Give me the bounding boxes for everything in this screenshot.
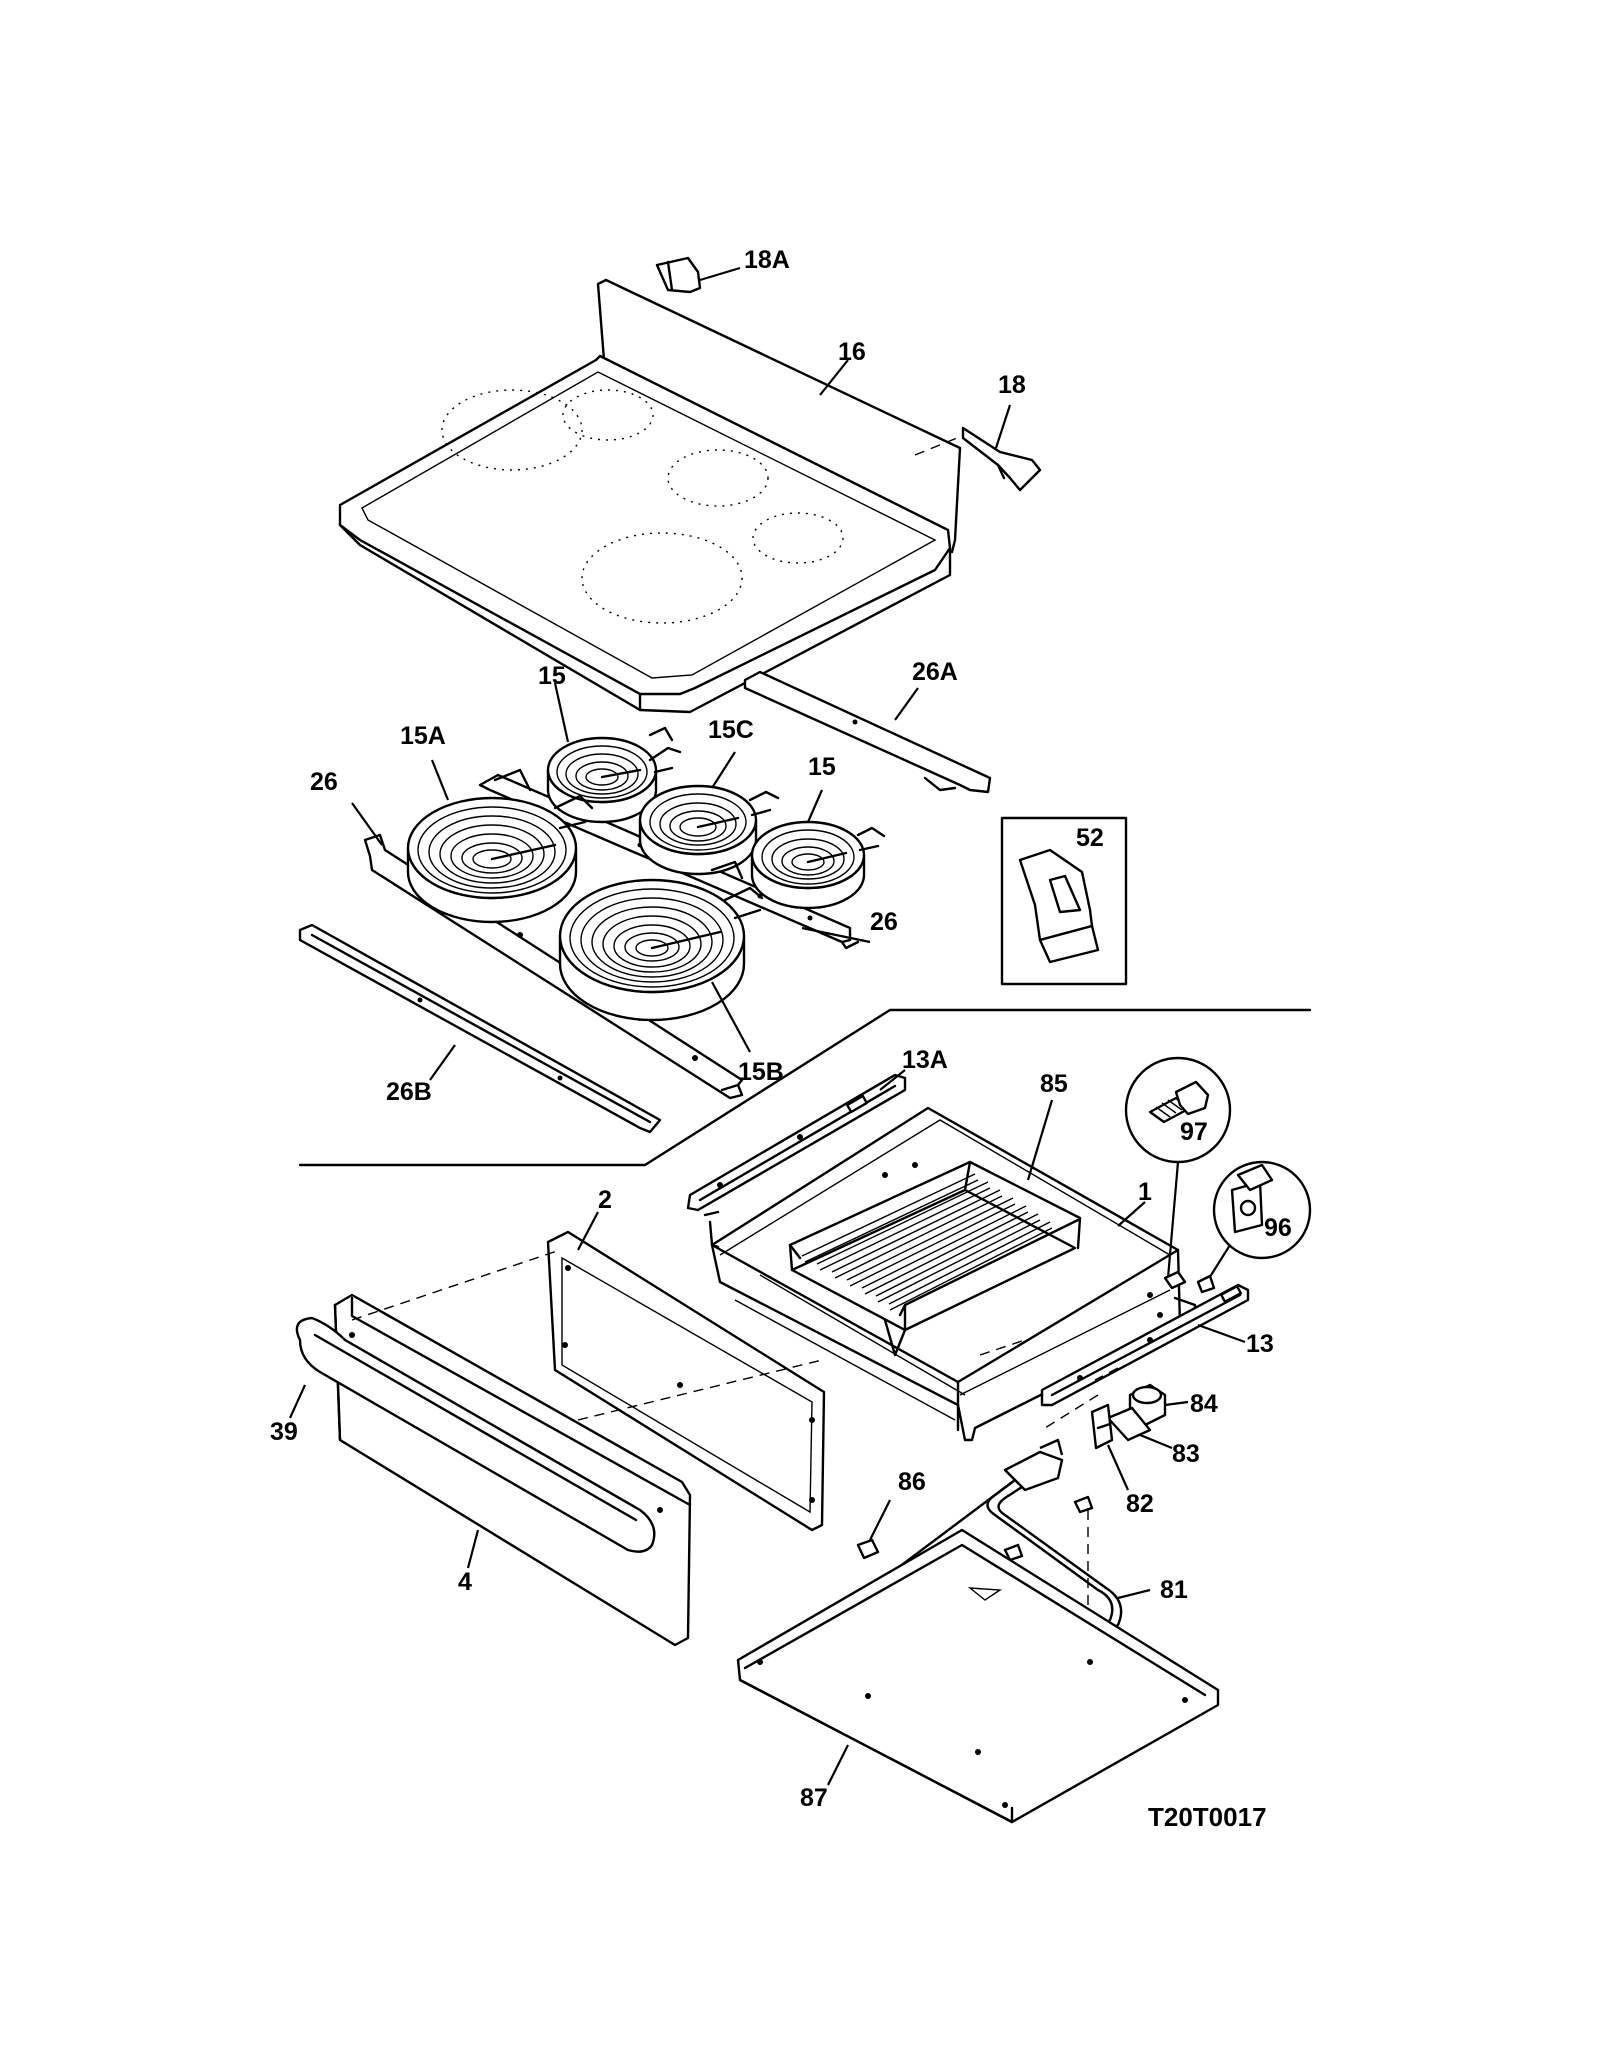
part-18a-bracket[interactable] xyxy=(655,256,741,294)
section-divider xyxy=(298,1008,1312,1167)
burner-outline-rear-left xyxy=(562,389,654,441)
part-13a-slide-rail[interactable] xyxy=(686,1069,907,1212)
label-4: 4 xyxy=(458,1568,472,1596)
label-81: 81 xyxy=(1160,1576,1188,1604)
label-85: 85 xyxy=(1040,1070,1068,1098)
part-26b-trim[interactable] xyxy=(298,923,662,1134)
part-15a-element-front-left[interactable] xyxy=(406,759,594,924)
burner-outline-rear-center xyxy=(667,449,769,507)
label-86: 86 xyxy=(898,1468,926,1496)
part-85-wire-rack[interactable] xyxy=(788,1099,1082,1357)
part-13-slide-rail[interactable] xyxy=(1040,1283,1250,1407)
label-15a: 15A xyxy=(400,722,446,750)
label-26-left: 26 xyxy=(310,768,338,796)
part-15-element-right[interactable] xyxy=(750,789,886,910)
label-16: 16 xyxy=(838,338,866,366)
label-13: 13 xyxy=(1246,1330,1274,1358)
part-97-screw-callout[interactable] xyxy=(1124,1056,1232,1290)
label-83: 83 xyxy=(1172,1440,1200,1468)
burner-outline-front-right xyxy=(581,532,743,624)
part-96-clip-callout[interactable] xyxy=(1196,1160,1312,1294)
part-18-bracket[interactable] xyxy=(914,404,1042,492)
part-15c-element-center[interactable] xyxy=(638,751,780,876)
part-15b-element-front-right[interactable] xyxy=(558,860,764,1053)
label-18a: 18A xyxy=(744,246,790,274)
part-16-glass-cooktop[interactable] xyxy=(338,278,962,714)
label-2: 2 xyxy=(598,1186,612,1214)
callout-labels: 18A 16 18 26A 15 15C 15 15A 26 26 15B 26… xyxy=(270,246,1292,1812)
part-2-inner-door-panel[interactable] xyxy=(546,1211,826,1532)
label-39: 39 xyxy=(270,1418,298,1446)
label-15c: 15C xyxy=(708,716,754,744)
part-26a-support-bar[interactable] xyxy=(743,670,992,794)
label-1: 1 xyxy=(1138,1178,1152,1206)
label-26b: 26B xyxy=(386,1078,432,1106)
burner-outline-rear-right xyxy=(752,512,844,564)
part-39-door-handle[interactable] xyxy=(288,1316,656,1553)
label-15b: 15B xyxy=(738,1058,784,1086)
part-52-inset[interactable] xyxy=(1000,816,1128,986)
label-15-rear-left: 15 xyxy=(538,662,566,690)
label-97: 97 xyxy=(1180,1118,1208,1146)
label-87: 87 xyxy=(800,1784,828,1812)
label-96: 96 xyxy=(1264,1214,1292,1242)
part-15-element-rear-left[interactable] xyxy=(546,682,682,824)
label-26a: 26A xyxy=(912,658,958,686)
part-1-drawer-body[interactable] xyxy=(703,1106,1197,1442)
diagram-code: T20T0017 xyxy=(1148,1802,1267,1832)
part-82-switch[interactable] xyxy=(1090,1403,1130,1491)
label-84: 84 xyxy=(1190,1390,1218,1418)
label-82: 82 xyxy=(1126,1490,1154,1518)
label-13a: 13A xyxy=(902,1046,948,1074)
part-83-bracket[interactable] xyxy=(1106,1406,1173,1450)
burner-outline-front-left xyxy=(441,389,583,471)
label-15-right: 15 xyxy=(808,753,836,781)
label-18: 18 xyxy=(998,371,1026,399)
part-87-bottom-panel[interactable] xyxy=(736,1528,1220,1824)
label-26-right: 26 xyxy=(870,908,898,936)
label-52: 52 xyxy=(1076,824,1104,852)
